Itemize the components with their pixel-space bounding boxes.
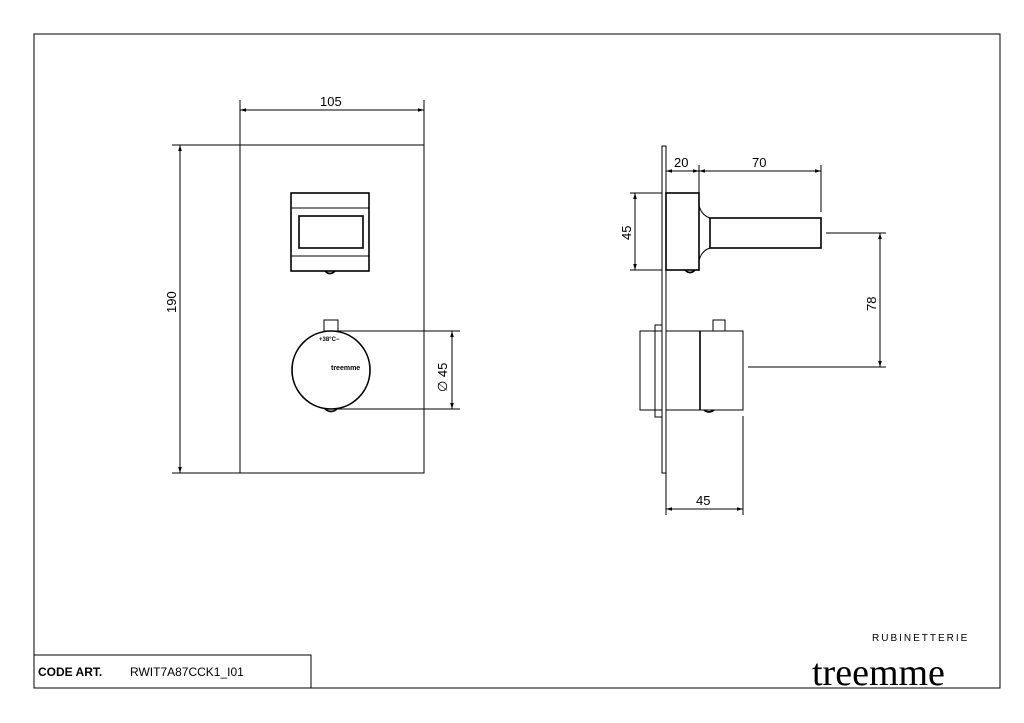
code-value: RWIT7A87CCK1_I01 — [130, 665, 244, 679]
logo-brand: treemme — [812, 652, 945, 694]
side-view: 20 70 45 78 45 — [619, 145, 886, 515]
dim-body-height: 45 — [619, 226, 634, 240]
knob-body-side — [639, 319, 744, 418]
treemme-logo: RUBINETTERIE treemme — [812, 633, 969, 694]
knob-temp-label: +38°C− — [319, 337, 340, 343]
logo-subtitle: RUBINETTERIE — [872, 633, 969, 644]
diverter-cartridge — [290, 192, 370, 275]
thermostatic-knob: +38°C− treemme — [291, 319, 371, 413]
dim-height: 190 — [164, 291, 179, 313]
wall-plate — [239, 144, 425, 474]
title-block — [33, 654, 312, 689]
dim-width: 105 — [320, 94, 342, 109]
dim-body-depth: 20 — [674, 155, 688, 170]
front-view: +38°C− treemme 105 190 ∅ 45 — [164, 94, 460, 474]
dim-spacing: 78 — [864, 297, 879, 311]
dim-spout-depth: 70 — [752, 155, 766, 170]
knob-brand: treemme — [331, 365, 360, 372]
code-label: CODE ART. — [38, 665, 102, 679]
drawing-frame — [33, 33, 1001, 689]
wall-plate-side — [661, 145, 667, 474]
diverter-body-side — [665, 192, 822, 274]
dim-knob-depth: 45 — [696, 493, 710, 508]
dim-knob-diameter: ∅ 45 — [435, 363, 450, 392]
